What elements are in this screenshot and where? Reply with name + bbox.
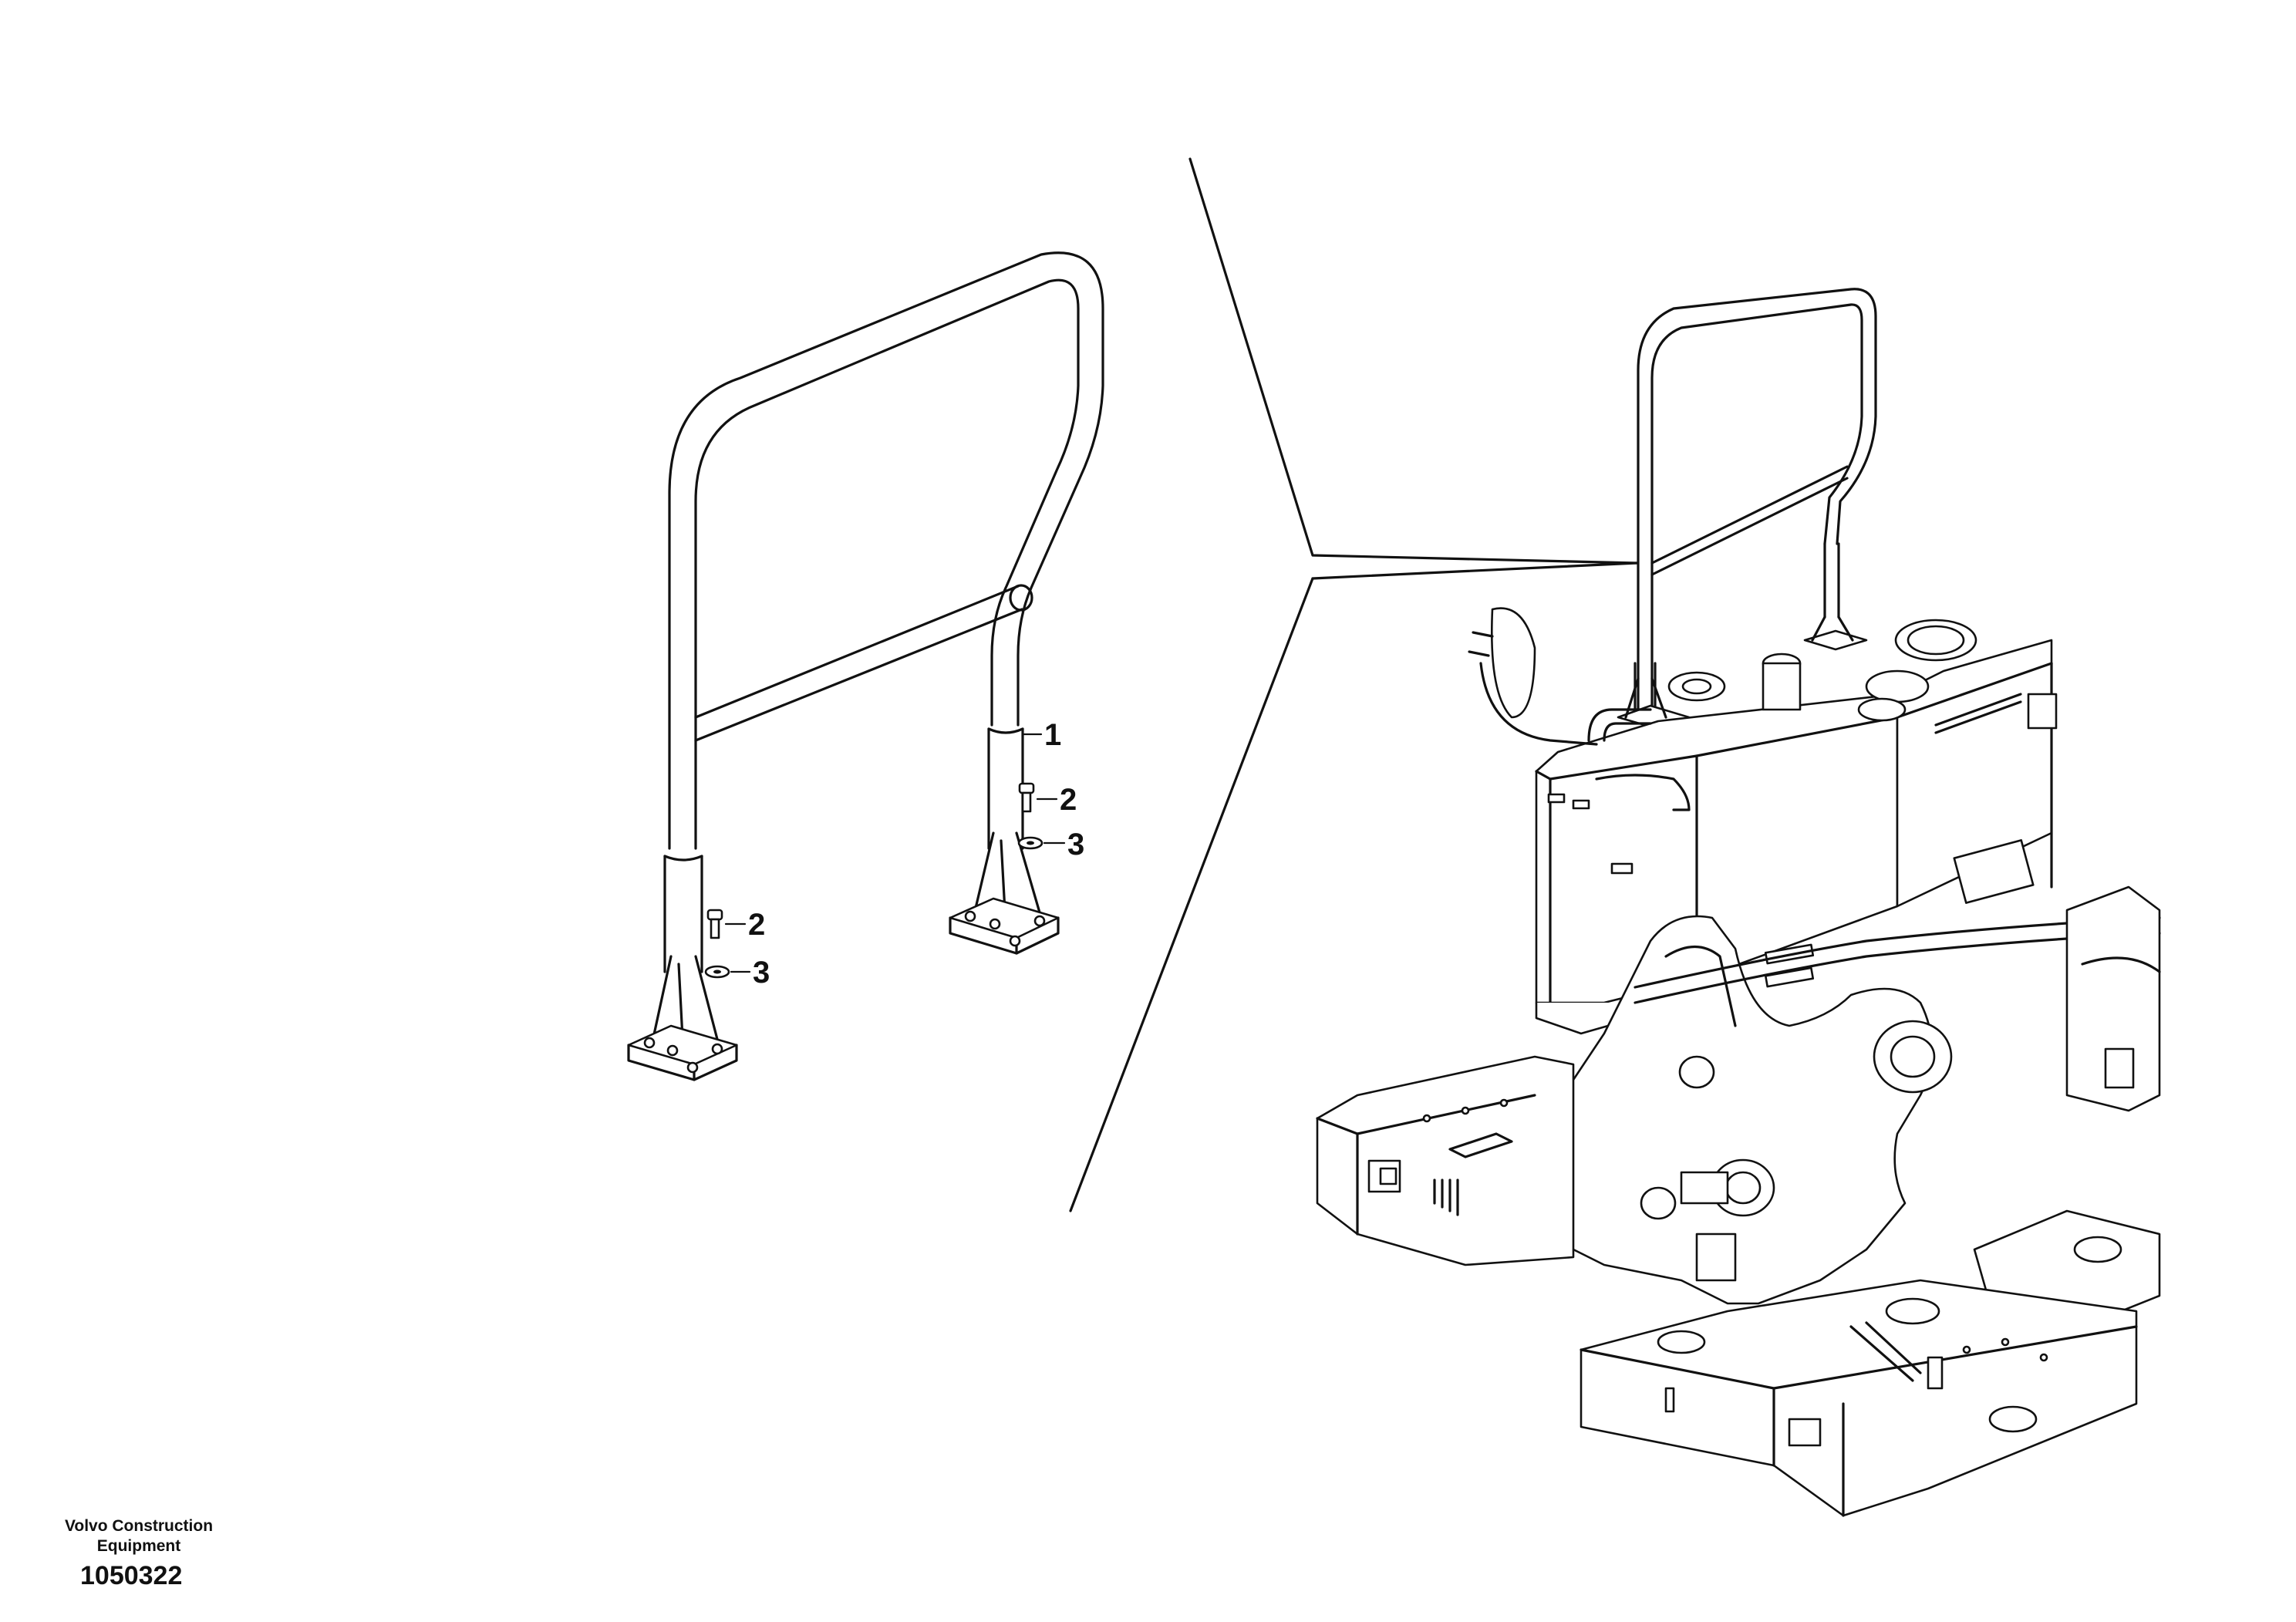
brand-line-2: Equipment: [96, 1537, 181, 1555]
callout-3a: 3: [1067, 828, 1084, 862]
washer-icon: [1017, 836, 1043, 850]
document-number: 1050322: [80, 1561, 183, 1590]
callout-2a: 2: [1060, 783, 1077, 817]
callout-leaders: [724, 733, 1066, 973]
bolt-icon: [706, 909, 723, 939]
bolt-icon: [1018, 782, 1035, 813]
washer-icon: [704, 965, 730, 979]
callout-3b: 3: [753, 956, 770, 990]
brand-label: Volvo Construction Equipment: [46, 1516, 231, 1556]
callout-1: 1: [1044, 718, 1061, 752]
machine-assembly: [1316, 288, 2161, 1517]
handrail-detail: [627, 251, 1104, 1081]
callout-2b: 2: [748, 908, 765, 942]
brand-line-1: Volvo Construction: [64, 1517, 214, 1535]
detail-view-wedge: [1069, 157, 1638, 1212]
